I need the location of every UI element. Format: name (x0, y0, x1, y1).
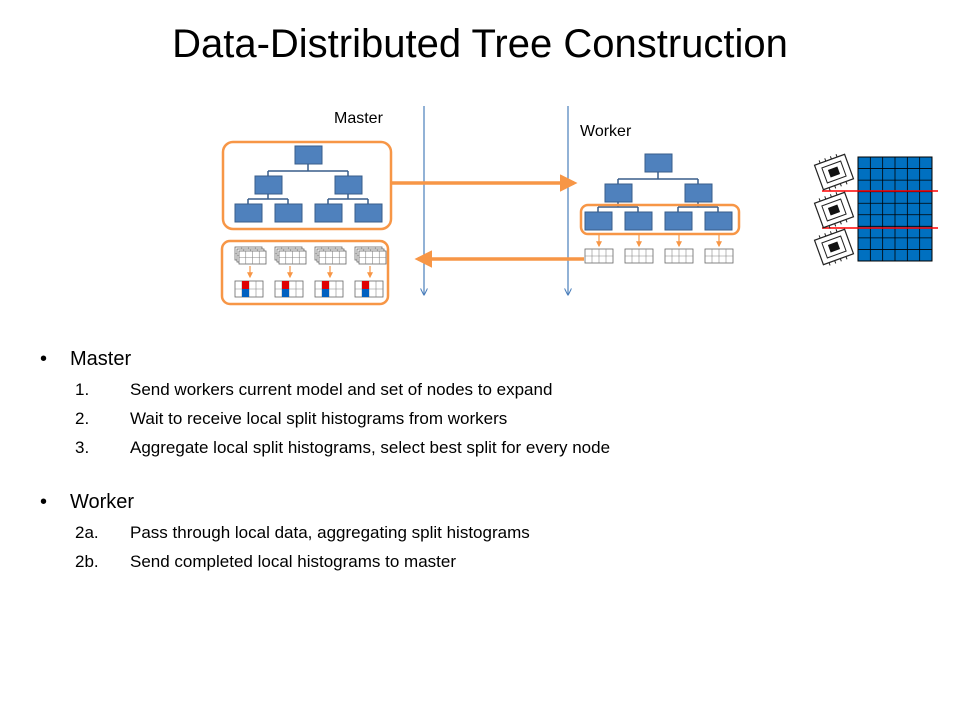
master-steps: 1.Send workers current model and set of … (40, 375, 940, 462)
processor-chip-icon (813, 153, 855, 191)
worker-heading: Worker (70, 491, 135, 513)
tree-node (234, 203, 263, 223)
processor-chip-icon (813, 153, 855, 266)
data-grid-icon (857, 156, 933, 262)
master-tree-icon (234, 145, 383, 223)
worker-leaf-box (579, 203, 741, 236)
master-histogram-box (220, 239, 390, 306)
tree-node (294, 145, 323, 165)
processor-chip-icon (813, 191, 855, 229)
list-item: 2a.Pass through local data, aggregating … (75, 523, 530, 542)
master-label: Master (334, 110, 383, 127)
master-heading: Master (70, 348, 132, 370)
bullet-icon: • (40, 348, 48, 370)
bullet-icon: • (40, 491, 48, 513)
worker-label: Worker (580, 123, 632, 140)
list-item: 1.Send workers current model and set of … (75, 380, 553, 399)
tree-node (354, 203, 383, 223)
tree-node (604, 183, 633, 203)
tree-node (624, 211, 653, 231)
slide-title: Data-Distributed Tree Construction (172, 22, 788, 66)
tree-node (644, 153, 673, 173)
tree-node (274, 203, 303, 223)
master-section: • Master 1.Send workers current model an… (40, 345, 940, 462)
tree-node (684, 183, 713, 203)
tree-node (704, 211, 733, 231)
worker-section: • Worker 2a.Pass through local data, agg… (40, 488, 940, 576)
tree-node (314, 203, 343, 223)
worker-histogram-grid-icon (584, 234, 734, 264)
tree-node (584, 211, 613, 231)
tree-node (254, 175, 283, 195)
tree-construction-diagram (220, 106, 938, 306)
tree-node (334, 175, 363, 195)
list-item: 2b.Send completed local histograms to ma… (75, 552, 456, 571)
master-tree-box (221, 140, 393, 231)
master-histogram-grid-icon (234, 246, 387, 298)
tree-node (664, 211, 693, 231)
bullet-list: • Master 1.Send workers current model an… (40, 345, 940, 602)
worker-steps: 2a.Pass through local data, aggregating … (40, 518, 940, 576)
worker-tree-icon (584, 153, 733, 231)
list-item: 2.Wait to receive local split histograms… (75, 409, 508, 428)
list-item: 3.Aggregate local split histograms, sele… (75, 438, 611, 457)
processor-chip-icon (813, 228, 855, 266)
